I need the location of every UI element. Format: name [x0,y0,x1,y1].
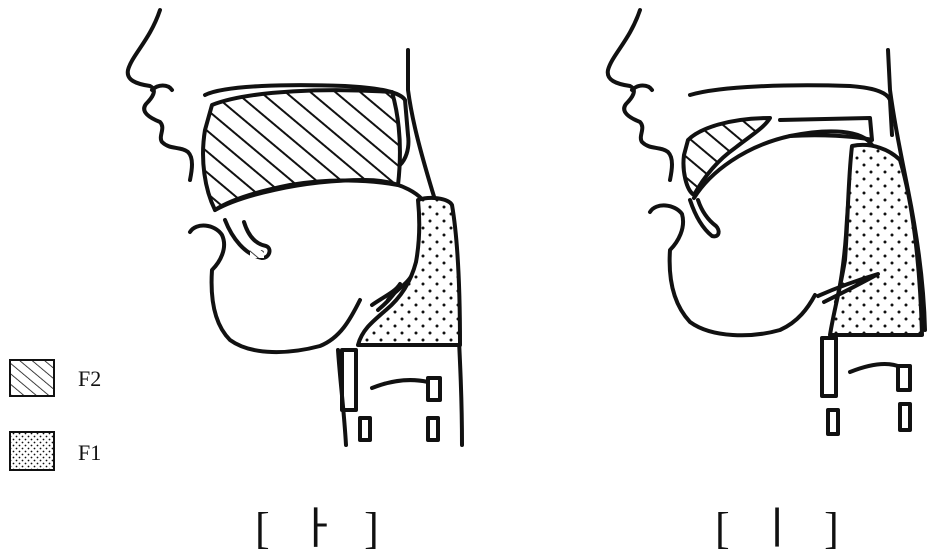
f2-region-a [203,90,400,210]
vocal-fold-i [850,364,898,372]
upper-channel-i [780,118,872,140]
larynx-left-i [822,338,836,396]
larynx-lower-left-a [360,418,370,440]
caption-i-vowel: [ ㅣ ] [715,492,847,556]
teeth-i [690,200,719,236]
f2-region-i [683,118,770,195]
legend-label-f2: F2 [78,366,101,392]
face-profile-i [608,10,672,180]
face-profile-a [128,10,192,180]
lower-jaw-i [650,205,815,335]
tooth-fill-a [250,250,264,258]
f1-region-a [358,198,460,345]
larynx-lower-right-i [900,404,910,430]
nostril-a [152,86,172,91]
larynx-right-i [898,366,910,390]
nostril-i [632,86,652,91]
tongue-a [215,180,428,300]
legend [10,360,54,470]
larynx-lower-right-a [428,418,438,440]
lower-jaw-a [190,226,360,353]
caption-a-vowel: [ ㅏ ] [255,492,387,556]
legend-swatch-f1 [10,432,54,470]
figure-i-vowel [608,10,925,434]
legend-label-f1: F1 [78,440,101,466]
vocal-fold-a [372,380,428,388]
legend-swatch-f2 [10,360,54,396]
larynx-lower-left-i [828,410,838,434]
figure-a-vowel [128,10,462,445]
